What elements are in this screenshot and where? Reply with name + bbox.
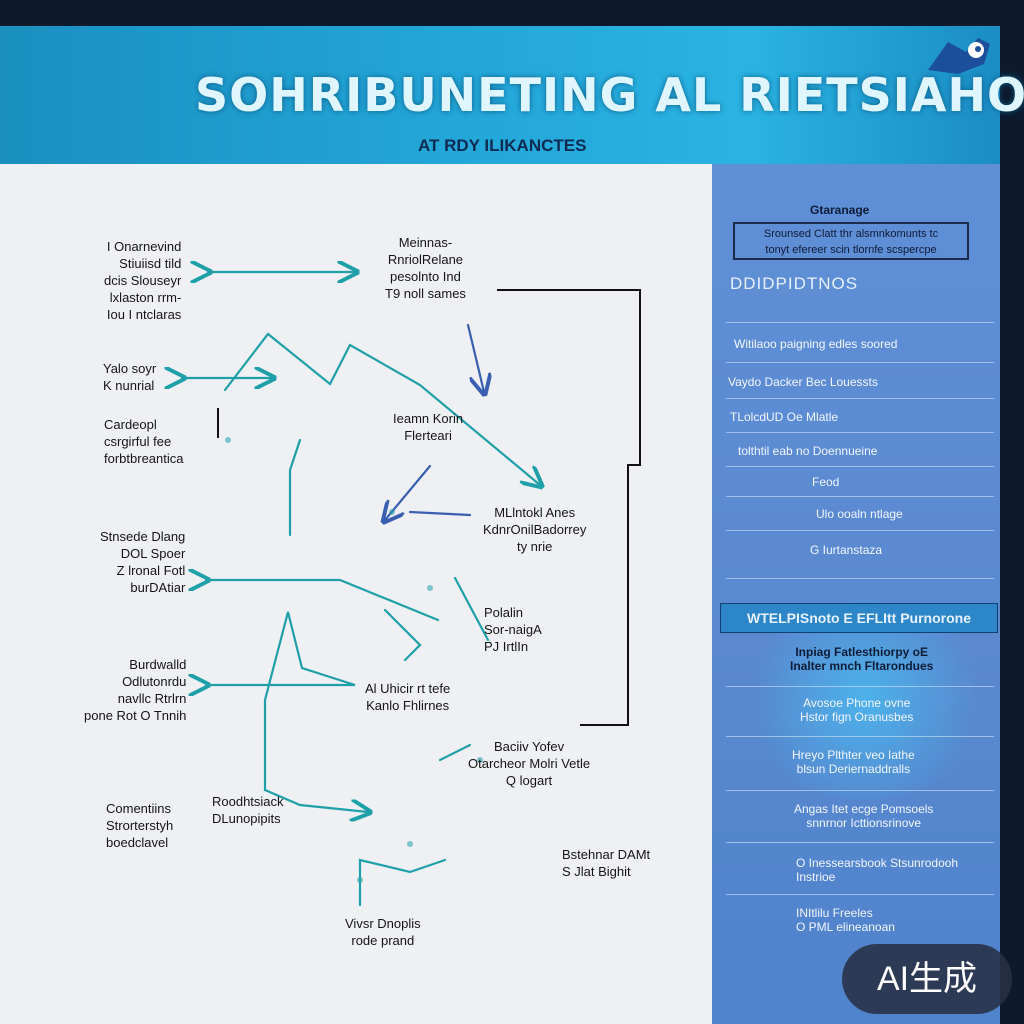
node-label-11: Baciiv Yofev Otarcheor Molri Vetle Q log… <box>468 739 591 788</box>
sidebar-band: WTELPISnoto E EFLItt Purnorone <box>720 603 998 633</box>
node-label-6: MLlntokl Anes KdnrOnilBadorrey ty nrie <box>483 505 587 554</box>
ai-generated-badge: AI生成 <box>842 944 1012 1014</box>
node-label-13: Roodhtsiack DLunopipits <box>212 794 284 826</box>
sidebar-item-7[interactable]: G Iurtanstaza <box>810 543 883 557</box>
edge-14 <box>438 743 472 762</box>
sidebar-card-text: Srounsed Clatt thr alsmnkomunts tc tonyt… <box>763 228 939 256</box>
sidebar-divider <box>726 790 994 791</box>
sidebar-divider <box>726 362 994 363</box>
sidebar-divider <box>726 736 994 737</box>
sidebar-card: Srounsed Clatt thr alsmnkomunts tc tonyt… <box>733 222 969 260</box>
node-label-1: I Onarnevind Stiuiisd tild dcis Slouseyr… <box>104 239 182 322</box>
node-label-15: Vivsr Dnoplis rode prand <box>345 916 421 948</box>
sidebar-card-title: Gtaranage <box>810 203 870 217</box>
node-label-3: Yalo soyr K nunrial <box>103 361 157 393</box>
sidebar-divider <box>726 894 994 895</box>
page-subtitle: AT RDY ILIKANCTES <box>418 136 587 155</box>
bracket-line <box>497 289 641 726</box>
sidebar-divider <box>726 842 994 843</box>
edge-10 <box>466 323 484 392</box>
edge-5 <box>206 580 440 622</box>
edge-6 <box>206 611 356 792</box>
edge-8 <box>358 858 447 907</box>
sidebar-band-item-3[interactable]: Hreyo Plthter veo Iathe blsun Deriernadd… <box>792 748 915 776</box>
sidebar-band-item-4[interactable]: Angas Itet ecge Pomsoels snnrnor Icttion… <box>794 802 934 830</box>
sidebar-item-6[interactable]: Ulo ooaln ntlage <box>816 507 903 521</box>
node-label-5: Ieamn Korin Flerteari <box>393 411 464 443</box>
sidebar-panel <box>712 164 1000 1024</box>
sidebar-divider <box>726 398 994 399</box>
header-banner <box>0 26 1000 164</box>
sidebar-divider <box>726 466 994 467</box>
sidebar-item-1[interactable]: Witilaoo paigning edles soored <box>734 337 898 351</box>
sidebar-divider <box>726 686 994 687</box>
sidebar-band-item-1[interactable]: Inpiag Fatlesthiorpy oE Inalter mnch Flt… <box>790 645 934 673</box>
sidebar-band-item-6[interactable]: INItlilu Freeles O PML elineanoan <box>796 906 895 934</box>
node-label-2: Meinnas- RnriolRelane pesolnto Ind T9 no… <box>385 235 466 301</box>
edge-7 <box>263 788 368 812</box>
sidebar-divider <box>726 496 994 497</box>
sidebar-item-2[interactable]: Vaydo Dacker Bec Louessts <box>728 375 878 389</box>
sidebar-divider <box>726 432 994 433</box>
edge-3 <box>223 332 540 485</box>
node-label-9: Burdwalld Odlutonrdu navllc Rtrlrn pone … <box>84 657 187 723</box>
node-label-8: Polalin Sor-naigA PJ IrtlIn <box>484 605 542 654</box>
edge-12 <box>408 510 472 517</box>
node-label-7: Stnsede Dlang DOL Spoer Z lronal Fotl bu… <box>100 529 186 595</box>
edge-4 <box>288 438 302 537</box>
sidebar-band-item-5[interactable]: O Inessearsbook Stsunrodooh Instrioe <box>796 856 959 884</box>
sidebar-divider <box>726 322 994 323</box>
edge-9 <box>383 608 422 662</box>
edge-13 <box>453 576 490 642</box>
node-label-4: Cardeopl csrgirful fee forbtbreantica <box>104 417 184 466</box>
sidebar-divider <box>726 530 994 531</box>
sidebar-heading: DDIDPIDTNOS <box>730 274 859 293</box>
node-label-14: Bstehnar DAMt S Jlat Bighit <box>562 847 651 879</box>
sidebar-item-4[interactable]: tolthtil eab no Doennueine <box>738 444 878 458</box>
sidebar-divider <box>726 578 994 579</box>
sidebar-band-item-2[interactable]: Avosoe Phone ovne Hstor fign Oranusbes <box>800 696 914 724</box>
sidebar-glow <box>740 600 990 800</box>
node-label-10: Al Uhicir rt tefe Kanlo Fhlirnes <box>365 681 451 713</box>
sidebar-item-5[interactable]: Feod <box>812 475 840 489</box>
sidebar-item-3[interactable]: TLolcdUD Oe Mlatle <box>730 410 839 424</box>
node-label-12: Comentiins Strorterstyh boedclavel <box>106 801 174 850</box>
brand-logo-icon <box>928 38 990 74</box>
